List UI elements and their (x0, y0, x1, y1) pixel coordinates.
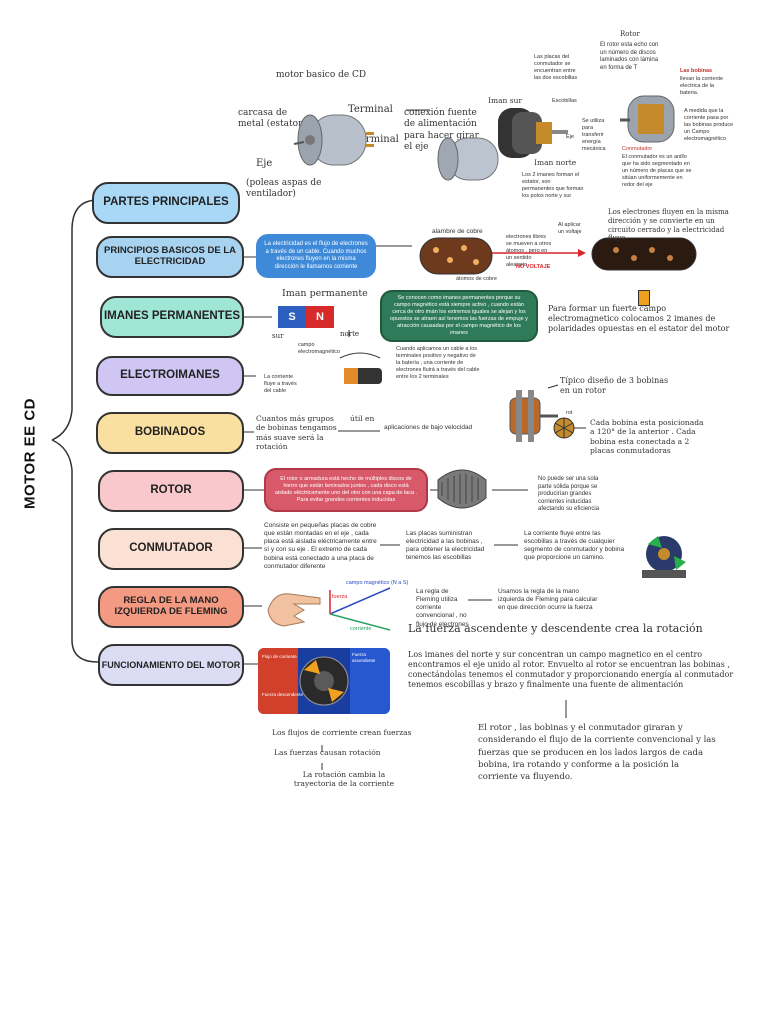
flujo-label: La corriente fluye a través del cable (264, 374, 297, 394)
rotor-bobinas-text: El rotor , las bobinas y el conmutador g… (478, 723, 716, 783)
usamos-label: Usamos la regla de la mano izquierda de … (498, 588, 598, 612)
three-coil-rotor-illustration (509, 390, 558, 442)
electrones-libres-label: electrones libres se mueven a otros átom… (506, 234, 552, 268)
laminated-rotor-illustration (437, 469, 487, 509)
rotacion-text: La rotación cambia la trayectoria de la … (293, 770, 395, 789)
rotor-illustration (620, 95, 675, 143)
placas-label: Las placas del conmutador se encuentran … (534, 54, 578, 81)
op-label-a: Flujo de corriente (262, 654, 297, 659)
eje2-label: Eje (566, 134, 574, 140)
topic-principios-electricidad[interactable]: PRINCIPIOS BASICOS DE LA ELECTRICIDAD (96, 236, 244, 278)
conexion-label: conexión fuente de alimentación para hac… (404, 108, 479, 152)
poleas-label: (poleas aspas de ventilador) (246, 178, 322, 200)
electricidad-bubble: La electricidad es el flujo de electrone… (256, 234, 376, 278)
carcasa-label: carcasa de metal (estator) (238, 108, 306, 130)
tipico-label: Típico diseño de 3 bobinas en un rotor (560, 376, 669, 395)
campo-axis-label: campo magnético (N a S) (346, 580, 409, 586)
fleming-axes-illustration (329, 587, 391, 631)
norte-label: norte (340, 330, 360, 338)
electroimanes-nota: Cuando aplicamos un cable a los terminal… (396, 346, 480, 380)
topic-partes-principales[interactable]: PARTES PRINCIPALES (92, 182, 240, 224)
terminal-label-1: Terminal (348, 104, 393, 115)
corriente-fluye-label: La corriente fluye entre las escobillas … (524, 530, 625, 562)
bobinas-title: Las bobinas (680, 68, 713, 74)
rotor-title: Rotor (620, 30, 640, 38)
alambre-label: alambre de cobre (432, 228, 483, 235)
exploded-motor-illustration (498, 108, 568, 158)
fuerzas-text: Las fuerzas causan rotación (274, 748, 381, 757)
sur-label: sur (272, 332, 284, 340)
topic-funcionamiento[interactable]: FUNCIONAMIENTO DEL MOTOR (98, 644, 244, 686)
magnet-south: S (278, 306, 306, 328)
topic-electroimanes[interactable]: ELECTROIMANES (96, 356, 244, 396)
conmutador-title: Conmutador (622, 146, 653, 152)
copper-wire-illustration (419, 237, 493, 275)
iman-sur-label: Iman sur (488, 96, 523, 105)
fluyen-label: Los electrones fluyen en la misma direcc… (608, 208, 729, 243)
iman-permanente-label: Iman permanente (282, 288, 368, 299)
rot-label: rot (566, 410, 573, 416)
op-label-b: Fuerza ascendente (352, 652, 376, 663)
motor-illustration-2 (437, 137, 499, 181)
fuerza-rotacion-label: La fuerza ascendente y descendente crea … (408, 622, 703, 635)
topic-imanes-permanentes[interactable]: IMANES PERMANENTES (100, 296, 244, 338)
bobinados-text: Cuantos más grupos de bobinas tengamos m… (256, 414, 337, 452)
motor-illustration (293, 114, 374, 166)
rotor-desc: El rotor esta echo con un número de disc… (600, 42, 659, 71)
campo-label: A medida que la corriente pasa por las b… (684, 108, 734, 142)
regla-label: La regla de Fleming utiliza corriente co… (416, 588, 469, 628)
terminal-label-2: Terminal (354, 134, 399, 145)
placas-suministran-label: Las placas suministran electricidad a la… (406, 530, 485, 562)
topic-conmutador[interactable]: CONMUTADOR (98, 528, 244, 570)
motor-operation-illustration: Flujo de corriente Fuerza ascendente Fue… (258, 648, 390, 714)
motor-basico-label: motor basico de CD (276, 70, 367, 80)
battery-icon (638, 290, 650, 306)
topic-bobinados[interactable]: BOBINADOS (96, 412, 244, 454)
consiste-label: Consiste en pequeñas placas de cobre que… (264, 522, 377, 570)
commutator-illustration (634, 526, 696, 582)
no-voltaje-label: NO VOLTAJE (516, 264, 551, 270)
corriente-axis-label: corriente (350, 626, 372, 632)
flujos-text: Los flujos de corriente crean fuerzas (272, 728, 412, 737)
topic-regla-fleming[interactable]: REGLA DE LA MANO IZQUIERDA DE FLEMING (98, 586, 244, 628)
cada-label: Cada bobina esta posicionada a 120° de l… (590, 418, 704, 456)
imanes-norte-sur-text: Los imanes del norte y sur concentran un… (408, 650, 734, 689)
topic-rotor[interactable]: ROTOR (98, 470, 244, 512)
aplicaciones-label: aplicaciones de bajo velocidad (384, 424, 473, 431)
bobinas-desc: llevan la corriente electrica de la bate… (680, 76, 724, 96)
electromagnet-battery-illustration (339, 352, 382, 384)
formar-label: Para formar un fuerte campo electromagne… (548, 304, 730, 333)
escobillas-label: Escobillas (552, 98, 577, 104)
campo-electromagnetico-label: campo electromagnético (298, 342, 340, 355)
se-aplica-label: Al aplicar un voltaje (558, 222, 582, 235)
eje-label: Eje (256, 158, 273, 169)
util-label: útil en (350, 414, 375, 423)
conmutador-desc: El conmutador es un anillo que ha sido s… (622, 154, 692, 188)
utiliza-label: Se utiliza para transferir energía mecán… (582, 118, 606, 152)
rotor-cross-section-icon (553, 417, 575, 439)
iman-norte-label: Iman norte (534, 158, 577, 167)
atomos-label: átomos de cobre (456, 276, 497, 282)
wire-with-current-illustration (591, 237, 697, 271)
no-puede-label: No puede ser una sola parte sólida porqu… (538, 476, 600, 512)
op-label-c: Fuerza descendente (262, 692, 304, 697)
imanes-nota: Los 2 imanes forman el estator, son perm… (522, 172, 584, 199)
rotor-bubble: El rotor o armadura está hecho de múltip… (264, 468, 428, 512)
imanes-bubble: Se conocen como imanes permanentes porqu… (380, 290, 538, 342)
fuerza-axis-label: fuerza (332, 594, 348, 600)
magnet-north: N (306, 306, 334, 328)
left-hand-illustration (267, 593, 321, 627)
